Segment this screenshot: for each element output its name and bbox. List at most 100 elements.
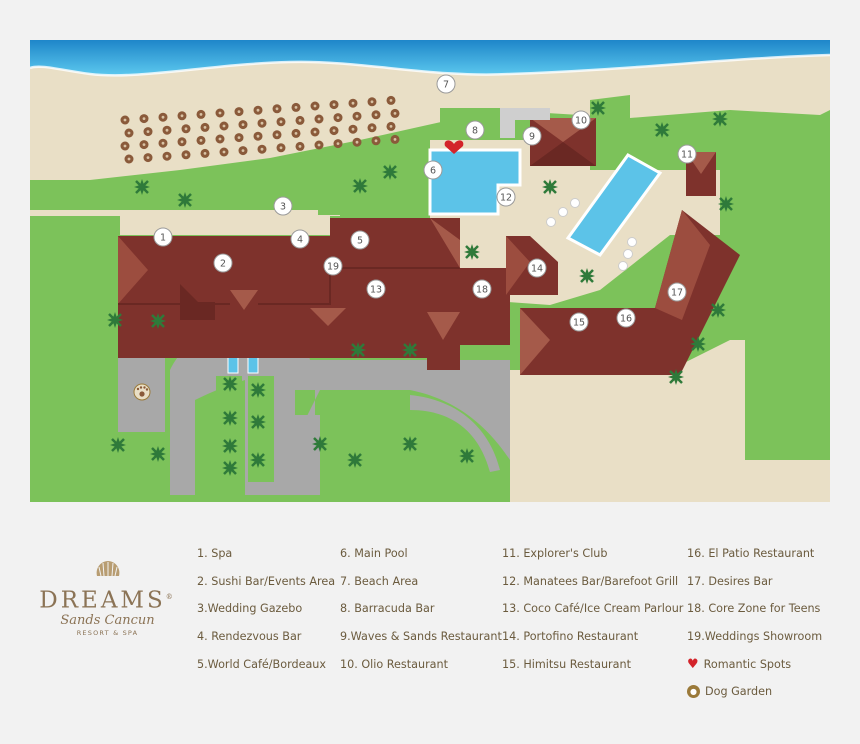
- svg-text:19: 19: [327, 262, 339, 273]
- palm-tree-icon: [577, 266, 597, 286]
- palm-tree-icon: [708, 300, 728, 320]
- umbrella-icon: [257, 144, 267, 154]
- dog-garden-marker: [133, 383, 151, 401]
- palm-tree-icon: [710, 109, 730, 129]
- legend-item: 19.Weddings Showroom: [687, 630, 823, 644]
- palm-tree-icon: [462, 242, 482, 262]
- palm-tree-icon: [380, 162, 400, 182]
- umbrella-icon: [181, 124, 191, 134]
- palm-tree-icon: [132, 177, 152, 197]
- umbrella-icon: [390, 134, 400, 144]
- svg-text:4: 4: [297, 235, 303, 246]
- umbrella-icon: [367, 123, 377, 133]
- legend-item: 18. Core Zone for Teens: [687, 602, 821, 616]
- svg-text:8: 8: [472, 126, 478, 137]
- umbrella-icon: [139, 114, 149, 124]
- shell-logo-icon: [96, 561, 119, 577]
- legend-item: 5.World Café/Bordeaux: [197, 657, 327, 671]
- location-marker: 2: [213, 253, 233, 273]
- romantic-spot-heart: [444, 140, 464, 154]
- svg-text:5: 5: [357, 236, 363, 247]
- umbrella-icon: [162, 125, 172, 135]
- umbrella-icon: [352, 137, 362, 147]
- legend-item: 9.Waves & Sands Restaurant: [340, 630, 502, 644]
- legend-item: 4. Rendezvous Bar: [197, 630, 302, 644]
- umbrella-icon: [348, 124, 358, 134]
- svg-text:7: 7: [443, 80, 449, 91]
- palm-tree-icon: [220, 458, 240, 478]
- palm-tree-icon: [666, 367, 686, 387]
- svg-text:3: 3: [280, 202, 286, 213]
- location-marker: 4: [290, 229, 310, 249]
- palm-tree-icon: [248, 450, 268, 470]
- palm-tree-icon: [220, 408, 240, 428]
- location-marker: 5: [350, 230, 370, 250]
- umbrella-icon: [310, 101, 320, 111]
- umbrella-icon: [386, 121, 396, 131]
- location-marker: 9: [522, 126, 542, 146]
- umbrella-icon: [367, 97, 377, 107]
- grass-patch-2: [590, 95, 630, 170]
- surf-line: [30, 53, 830, 77]
- umbrella-icon: [329, 126, 339, 136]
- legend-romantic-label: Romantic Spots: [703, 657, 792, 671]
- location-marker: 14: [527, 258, 547, 278]
- legend-item: 16. El Patio Restaurant: [687, 547, 815, 561]
- umbrella-icon: [238, 146, 248, 156]
- dreams-logo: DREAMS® Sands Cancun RESORT & SPA: [35, 560, 180, 640]
- umbrella-icon: [272, 130, 282, 140]
- umbrella-icon: [314, 114, 324, 124]
- svg-text:16: 16: [620, 314, 632, 325]
- umbrella-icon: [162, 151, 172, 161]
- palm-tree-icon: [105, 310, 125, 330]
- sand-path: [30, 210, 340, 216]
- palm-tree-icon: [688, 334, 708, 354]
- svg-text:1: 1: [160, 233, 166, 244]
- svg-text:13: 13: [370, 285, 382, 296]
- svg-text:18: 18: [476, 285, 488, 296]
- legend-romantic: ♥ Romantic Spots: [687, 650, 822, 678]
- svg-text:14: 14: [531, 264, 543, 275]
- umbrella-icon: [181, 150, 191, 160]
- umbrella-icon: [272, 104, 282, 114]
- umbrella-icon: [371, 136, 381, 146]
- svg-text:12: 12: [500, 193, 512, 204]
- location-marker: 10: [571, 110, 591, 130]
- sand-plaza: [120, 215, 330, 235]
- location-marker: 17: [667, 282, 687, 302]
- location-marker: 13: [366, 279, 386, 299]
- umbrella-icon: [238, 120, 248, 130]
- palm-tree-icon: [220, 374, 240, 394]
- palm-tree-icon: [148, 311, 168, 331]
- location-marker: 6: [423, 160, 443, 180]
- umbrella-icon: [219, 147, 229, 157]
- umbrella-icon: [158, 112, 168, 122]
- svg-text:11: 11: [681, 150, 693, 161]
- legend-item: 3.Wedding Gazebo: [197, 602, 303, 616]
- umbrella-icon: [143, 127, 153, 137]
- legend-column-3: 11. Explorer's Club 12. Manatees Bar/Bar…: [502, 540, 683, 678]
- location-marker: 19: [323, 256, 343, 276]
- umbrella-icon: [215, 108, 225, 118]
- legend-item: 10. Olio Restaurant: [340, 657, 449, 671]
- legend-item: 17. Desires Bar: [687, 574, 773, 588]
- palm-tree-icon: [716, 194, 736, 214]
- palm-tree-icon: [457, 446, 477, 466]
- legend-item: 7. Beach Area: [340, 574, 419, 588]
- logo-brand: DREAMS: [39, 587, 166, 614]
- umbrella-icon: [219, 121, 229, 131]
- umbrella-icon: [234, 107, 244, 117]
- umbrella-icon: [143, 153, 153, 163]
- legend-column-4: 16. El Patio Restaurant 17. Desires Bar …: [687, 540, 822, 706]
- svg-text:17: 17: [671, 288, 683, 299]
- location-marker: 15: [569, 312, 589, 332]
- legend-item: 13. Coco Café/Ice Cream Parlour: [502, 602, 684, 616]
- legend-dog-label: Dog Garden: [705, 685, 773, 699]
- paw-icon: ●: [687, 685, 700, 699]
- location-marker: 7: [436, 74, 456, 94]
- logo-tagline: RESORT & SPA: [76, 628, 139, 637]
- legend-item: 6. Main Pool: [340, 547, 408, 561]
- legend-dog: ● Dog Garden: [687, 678, 822, 706]
- umbrella-icon: [333, 139, 343, 149]
